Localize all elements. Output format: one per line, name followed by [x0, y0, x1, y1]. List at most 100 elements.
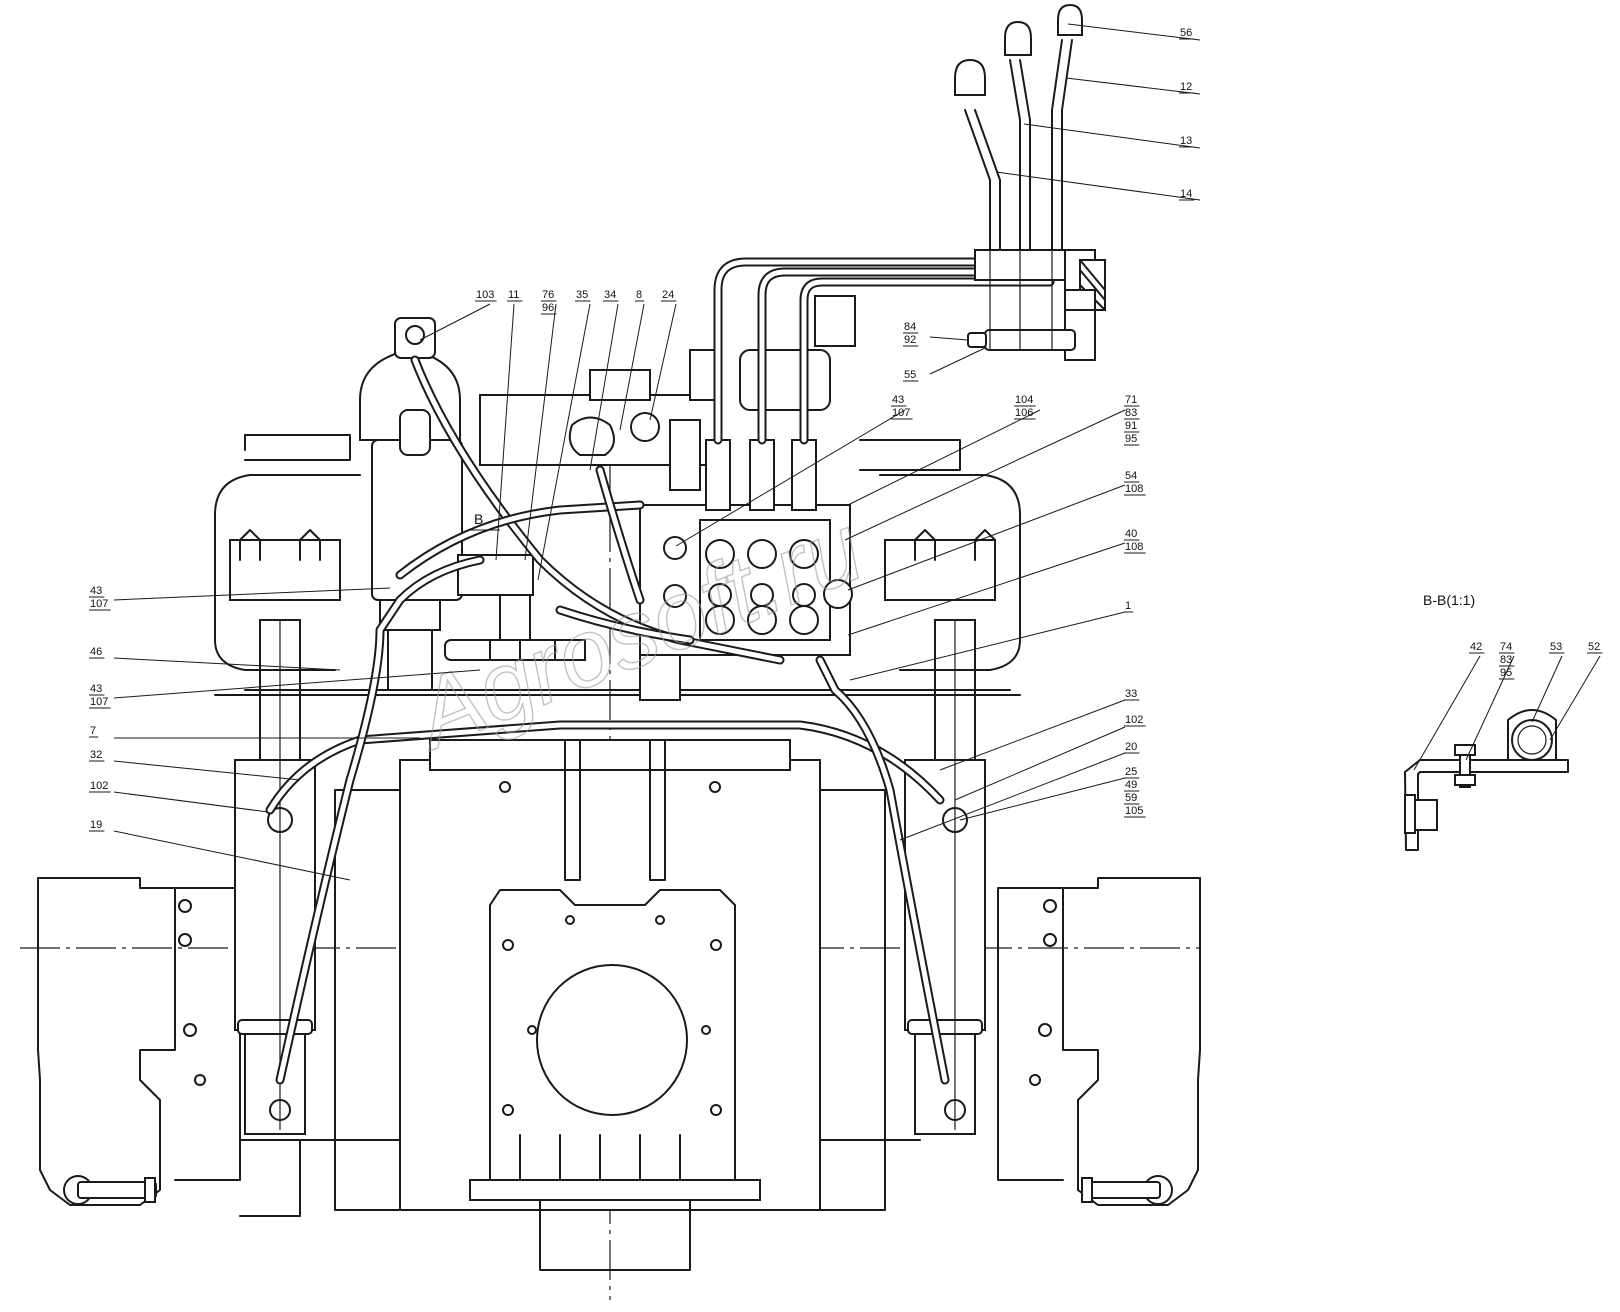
callout-c13: 13: [1023, 123, 1201, 149]
callout-leader-line: [995, 171, 1201, 201]
callout-number: 12: [1180, 81, 1192, 93]
callout-c52: 52: [1549, 641, 1603, 741]
callout-number: 56: [1180, 27, 1192, 39]
callout-c11: 11: [495, 289, 523, 561]
callout-number: 103: [476, 289, 494, 301]
callout-leader-line: [675, 409, 906, 547]
main-assembly-view: В Agrosoft.ru: [20, 3, 1201, 1300]
callout-leader-line: [495, 303, 515, 561]
callout-leader-line: [113, 587, 391, 601]
callout-c12: 12: [1065, 77, 1201, 95]
callout-c53: 53: [1531, 641, 1565, 723]
callout-number: 24: [662, 289, 674, 301]
oil-filter: [359, 317, 463, 691]
callout-number: 40: [1125, 528, 1137, 540]
callout-c102a: 102: [89, 780, 269, 813]
callout-c42: 42: [1413, 641, 1485, 771]
callout-leader-line: [1531, 655, 1563, 723]
callout-number: 83: [1500, 654, 1512, 666]
callout-leader-line: [899, 752, 1126, 841]
callout-number: 107: [90, 598, 108, 610]
section-view-b-b: В-В(1:1): [1404, 592, 1569, 851]
callout-leader-line: [113, 830, 351, 881]
callout-number: 106: [1015, 407, 1033, 419]
hydraulic-hoses: [265, 355, 950, 1085]
callout-number: 43: [90, 683, 102, 695]
callout-c20: 20: [899, 741, 1140, 841]
callout-number: 20: [1125, 741, 1137, 753]
callout-leader-line: [847, 542, 1126, 636]
callout-leader-line: [1465, 655, 1515, 761]
callout-leader-line: [849, 611, 1126, 681]
control-rods: [713, 257, 1055, 445]
callout-c56: 56: [1067, 23, 1201, 41]
callout-number: 32: [90, 749, 102, 761]
callout-number: 49: [1125, 779, 1137, 791]
callout-number: 25: [1125, 766, 1137, 778]
callout-c46: 46: [89, 646, 341, 671]
callout-number: 84: [904, 321, 916, 333]
callout-c32: 32: [89, 749, 301, 781]
callout-c55: 55: [903, 347, 986, 382]
callout-number: 19: [90, 819, 102, 831]
callout-c1: 1: [849, 600, 1134, 681]
callout-number: 71: [1125, 394, 1137, 406]
callout-number: 34: [604, 289, 616, 301]
callout-leader-line: [1023, 123, 1201, 149]
callout-leader-line: [959, 777, 1126, 821]
callout-leader-line: [113, 791, 269, 813]
callout-leader-line: [847, 409, 1041, 506]
callout-leader-line: [939, 699, 1126, 771]
callout-leader-line: [954, 726, 1126, 801]
callout-number: 43: [90, 585, 102, 597]
callout-number: 11: [508, 289, 519, 301]
callout-c7: 7: [89, 725, 420, 739]
callout-number: 104: [1015, 394, 1033, 406]
left-lift-cylinder: [234, 619, 316, 1135]
callout-number: 8: [636, 289, 642, 301]
callout-leader-line: [113, 657, 341, 671]
control-lever-assembly: [954, 3, 1106, 361]
callout-leader-line: [113, 760, 301, 781]
callout-leader-line: [589, 303, 619, 471]
section-cut-label: В: [474, 511, 483, 527]
callout-number: 102: [90, 780, 108, 792]
callout-number: 53: [1550, 641, 1562, 653]
callout-leader-line: [537, 303, 591, 581]
callout-c19: 19: [89, 819, 351, 881]
callout-leader-line: [1065, 77, 1201, 95]
callout-leader-line: [844, 409, 1126, 541]
callout-c24: 24: [649, 289, 677, 421]
callout-c14: 14: [995, 171, 1201, 201]
callout-number: 13: [1180, 135, 1192, 147]
callout-number: 96: [542, 302, 554, 314]
callout-number: 95: [1125, 433, 1137, 445]
callout-leader-line: [1413, 655, 1481, 771]
callout-number: 55: [904, 369, 916, 381]
callout-number: 43: [892, 394, 904, 406]
callout-number: 35: [576, 289, 588, 301]
callout-number: 74: [1500, 641, 1512, 653]
central-housing: [299, 739, 921, 1271]
control-valve-block: [639, 295, 856, 656]
callout-leader-line: [524, 303, 557, 561]
callout-leader-line: [1067, 23, 1201, 41]
right-lift-cylinder: [904, 619, 986, 1135]
callout-number: 1: [1125, 600, 1131, 612]
callout-number: 105: [1125, 805, 1143, 817]
callout-number: 91: [1125, 420, 1137, 432]
callout-number: 102: [1125, 714, 1143, 726]
callout-leader-line: [419, 303, 491, 341]
callout-number: 107: [90, 696, 108, 708]
callout-c8: 8: [619, 289, 645, 431]
callout-number: 59: [1125, 792, 1137, 804]
